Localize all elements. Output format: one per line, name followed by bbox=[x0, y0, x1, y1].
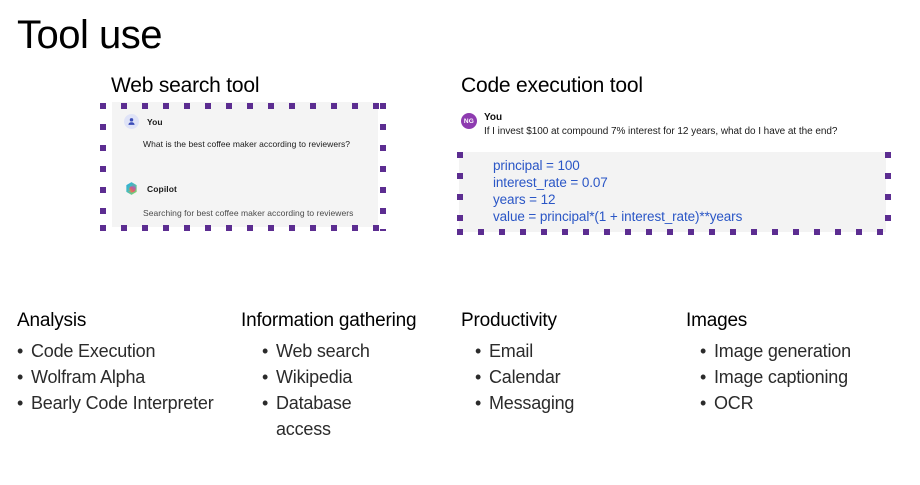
category-item-list: Image generation Image captioning OCR bbox=[700, 338, 916, 416]
list-item: Messaging bbox=[475, 390, 676, 416]
code-block-card bbox=[459, 152, 886, 232]
user-avatar-icon bbox=[124, 114, 139, 129]
list-item: Email bbox=[475, 338, 676, 364]
category-column-analysis: Analysis Code Execution Wolfram Alpha Be… bbox=[17, 308, 257, 416]
category-title: Analysis bbox=[17, 310, 87, 331]
category-title: Images bbox=[686, 310, 748, 331]
code-execution-tool-heading: Code execution tool bbox=[461, 74, 643, 97]
web-search-tool-heading: Web search tool bbox=[111, 74, 260, 97]
frame-edge-right bbox=[380, 103, 386, 231]
code-block-text: principal = 100 interest_rate = 0.07 yea… bbox=[493, 157, 742, 225]
page-title: Tool use bbox=[17, 13, 162, 57]
category-column-information-gathering: Information gathering Web search Wikiped… bbox=[241, 308, 456, 442]
code-line: years = 12 bbox=[493, 192, 556, 207]
message-text-copilot-status: Searching for best coffee maker accordin… bbox=[143, 208, 354, 218]
list-item: OCR bbox=[700, 390, 916, 416]
message-author-name: You bbox=[147, 116, 163, 127]
list-item: Web search bbox=[262, 338, 456, 364]
code-line: value = principal*(1 + interest_rate)**y… bbox=[493, 209, 743, 224]
message-author-name: Copilot bbox=[147, 183, 177, 194]
list-item: Code Execution bbox=[17, 338, 257, 364]
category-item-list: Web search Wikipedia Database access bbox=[262, 338, 456, 442]
frame-edge-left bbox=[100, 103, 106, 231]
category-title: Productivity bbox=[461, 310, 557, 331]
code-line: interest_rate = 0.07 bbox=[493, 175, 608, 190]
copilot-logo-icon bbox=[124, 181, 139, 196]
list-item: Wikipedia bbox=[262, 364, 456, 390]
category-column-productivity: Productivity Email Calendar Messaging bbox=[461, 308, 676, 416]
category-item-list: Email Calendar Messaging bbox=[475, 338, 676, 416]
category-column-images: Images Image generation Image captioning… bbox=[686, 308, 916, 416]
message-author-name: You bbox=[484, 112, 503, 123]
message-header-you: You bbox=[124, 114, 163, 129]
list-item: Calendar bbox=[475, 364, 676, 390]
category-title: Information gathering bbox=[241, 310, 417, 331]
user-initials-avatar: NG bbox=[461, 113, 477, 129]
list-item: Bearly Code Interpreter bbox=[17, 390, 257, 416]
list-item: Image captioning bbox=[700, 364, 916, 390]
list-item: Image generation bbox=[700, 338, 916, 364]
web-search-conversation-card: You What is the best coffee maker accord… bbox=[112, 102, 378, 227]
code-execution-user-text-block: You If I invest $100 at compound 7% inte… bbox=[484, 112, 837, 138]
message-text-user-query: What is the best coffee maker according … bbox=[143, 139, 351, 149]
code-execution-user-message: NG You If I invest $100 at compound 7% i… bbox=[461, 112, 837, 138]
message-text-user-query: If I invest $100 at compound 7% interest… bbox=[484, 125, 838, 137]
list-item: Database access bbox=[262, 390, 381, 442]
code-line: principal = 100 bbox=[493, 158, 580, 173]
message-header-copilot: Copilot bbox=[124, 181, 177, 196]
list-item: Wolfram Alpha bbox=[17, 364, 257, 390]
category-item-list: Code Execution Wolfram Alpha Bearly Code… bbox=[17, 338, 257, 416]
